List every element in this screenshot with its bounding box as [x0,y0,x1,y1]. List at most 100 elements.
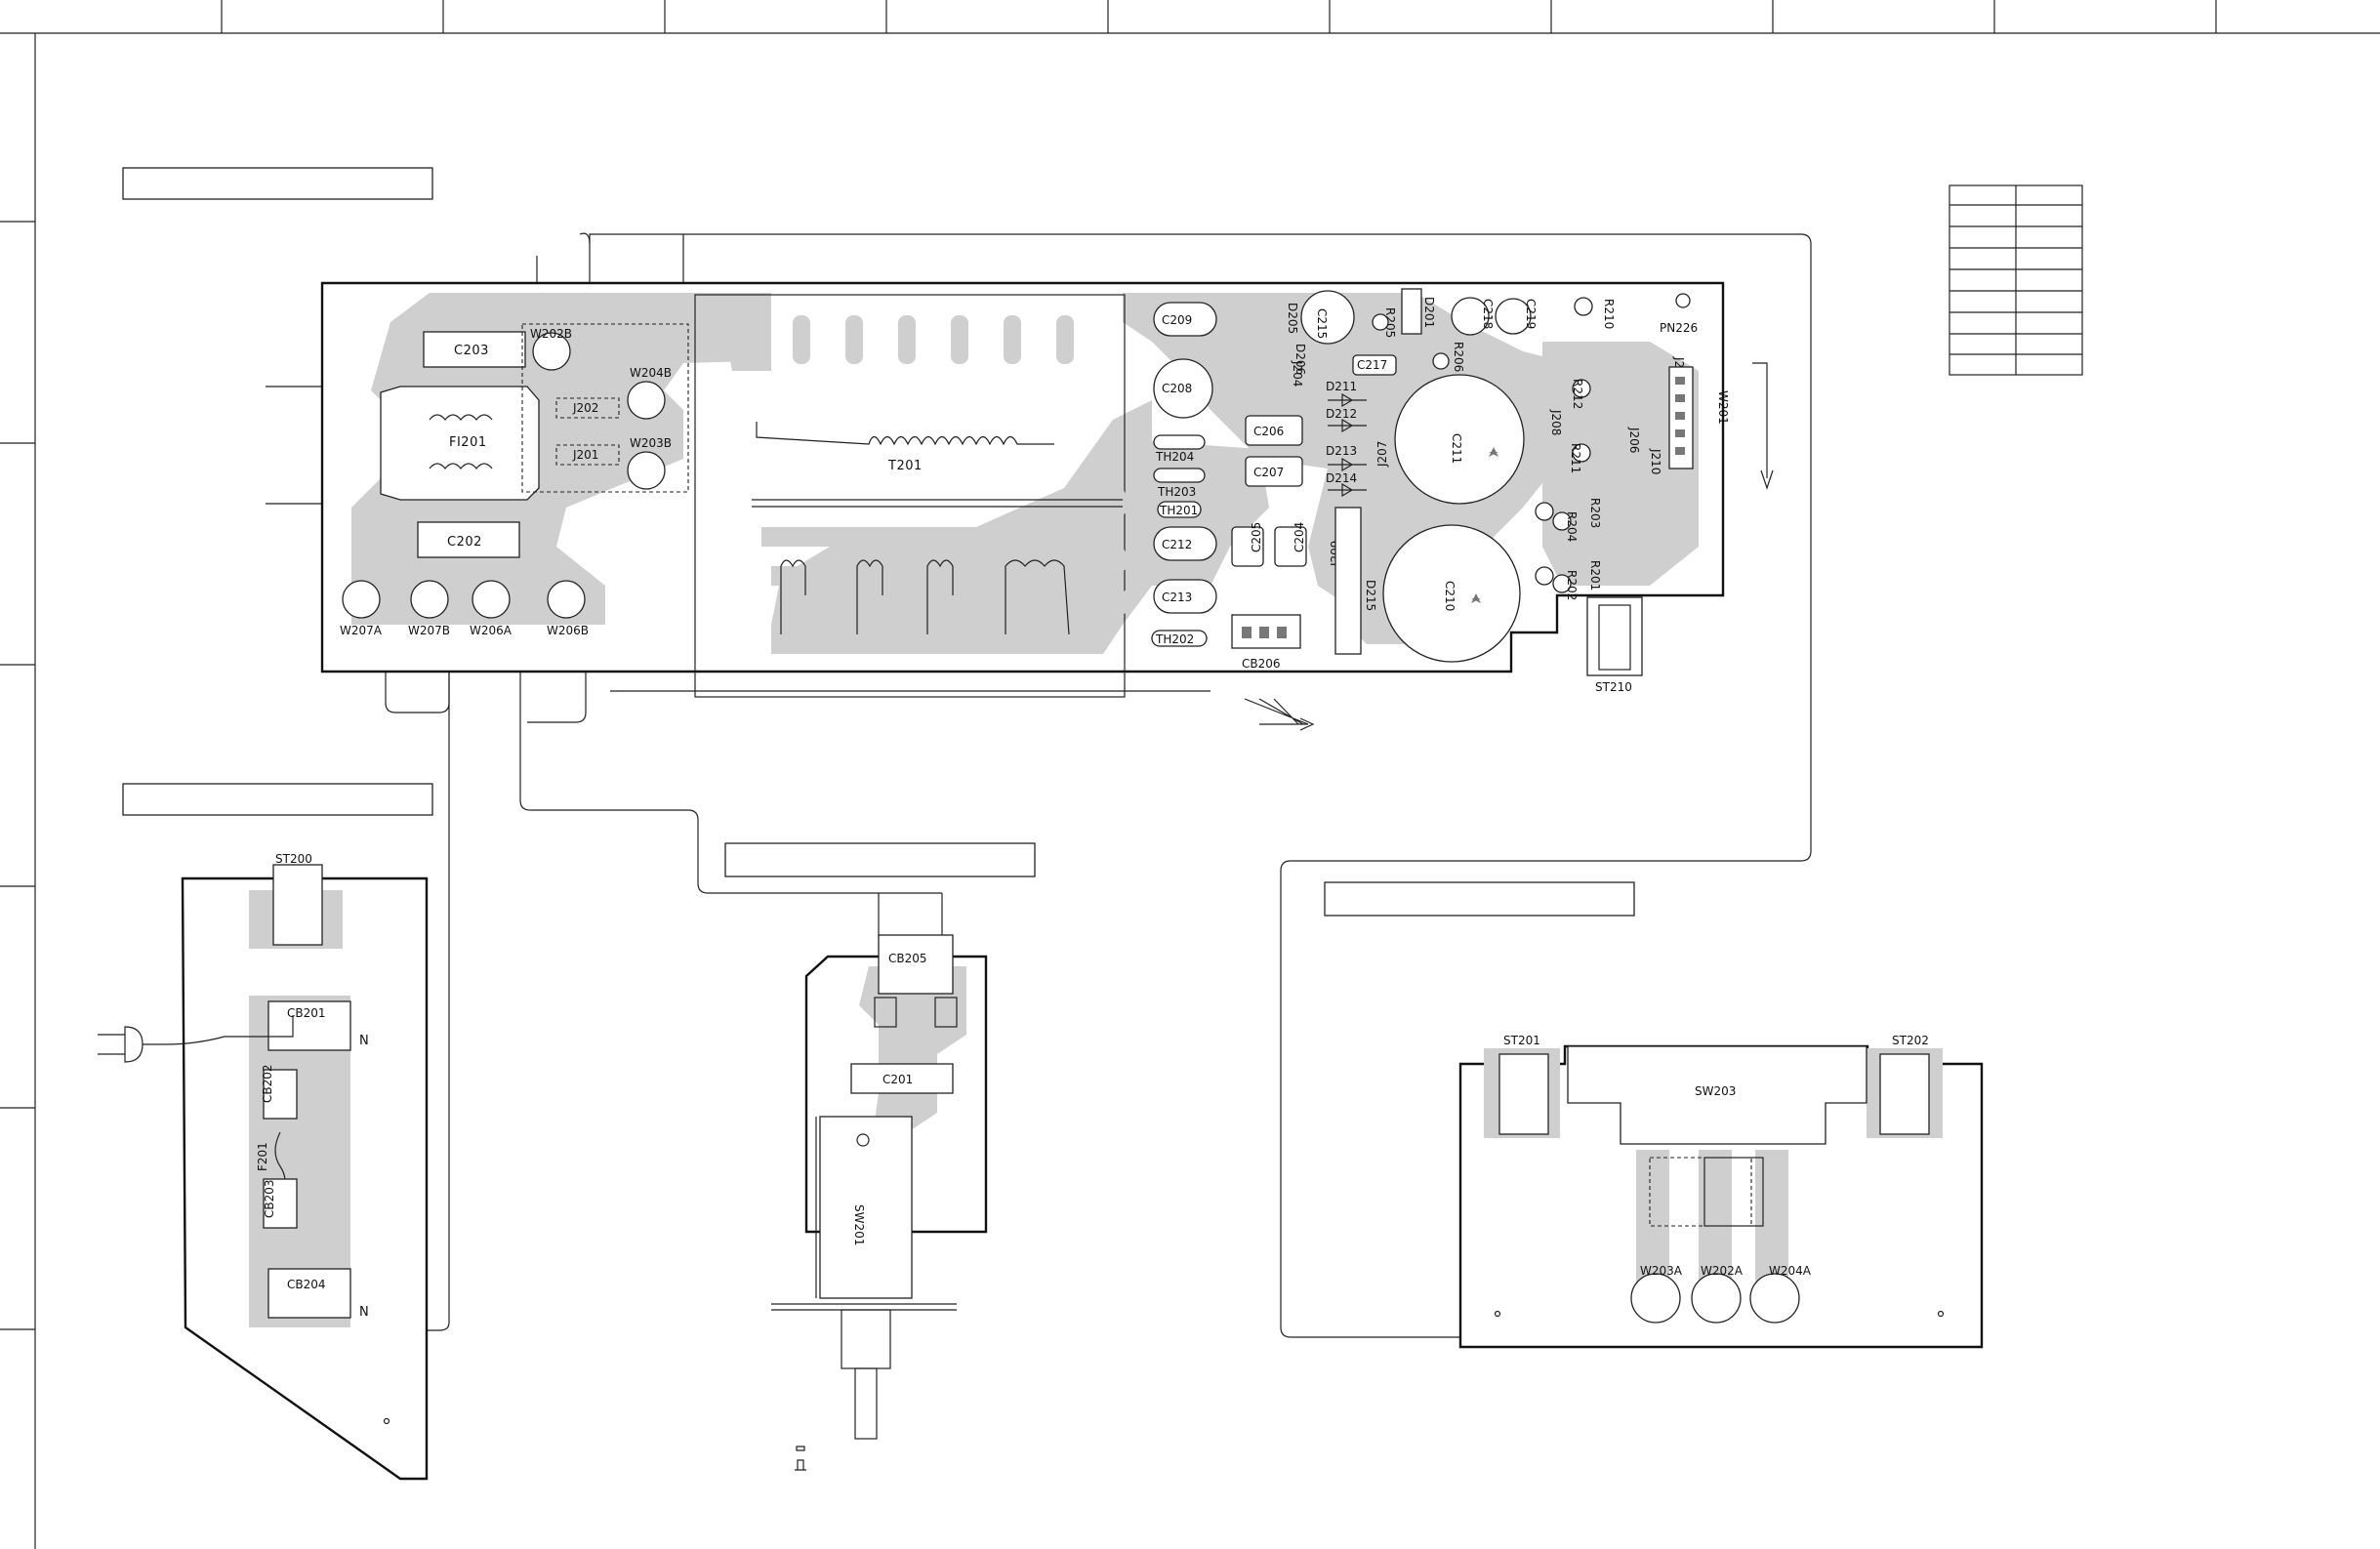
connector-cb204 [267,1268,351,1319]
label-j210: J210 [1649,448,1662,474]
svg-text:ST202: ST202 [1892,1034,1929,1047]
terminal-w202b [532,332,571,371]
terminal-w204b [627,381,666,420]
comp-c212 [1153,526,1217,561]
comp-c209 [1153,302,1217,337]
label-j204: J204 [1291,360,1304,387]
label-d215: D215 [1364,580,1377,611]
svg-text:W202B: W202B [530,327,572,341]
svg-text:W202A: W202A [1701,1264,1744,1278]
comp-c218 [1451,297,1490,336]
switch-position-icon [795,1446,806,1471]
comp-c210 [1382,524,1521,663]
svg-text:W206B: W206B [547,624,589,637]
comp-c204 [1274,526,1307,567]
sw-board-header [1324,881,1635,917]
label-th204: TH204 [1155,450,1194,464]
connector-cb201 [267,1000,351,1051]
svg-text:W207B: W207B [408,624,450,637]
svg-text:CB201: CB201 [287,1006,326,1020]
label-r203: R203 [1588,498,1602,528]
terminal-w207b [410,580,449,619]
switch-board: CB205 C201 SW201 [771,934,988,1471]
terminal-st210 [1586,596,1643,676]
svg-text:C215: C215 [1315,308,1329,339]
comp-c205 [1231,526,1264,567]
switch-sw203 [1567,1045,1867,1145]
label-t201: T201 [887,459,923,473]
label-j202: J202 [572,401,598,415]
terminal-w203b [627,451,666,490]
label-pn226: PN226 [1660,321,1698,335]
label-c217: C217 [1357,358,1387,372]
label-f201: F201 [256,1142,269,1171]
svg-text:C205: C205 [1250,522,1263,552]
sw-board: ST201 ST202 SW203 W203A W202A W204A [1458,1034,1984,1349]
comp-fi201: FI201 [380,386,540,501]
label-d201: D201 [1422,297,1436,328]
svg-text:C203: C203 [454,344,489,358]
svg-text:CB203: CB203 [263,1179,276,1218]
svg-text:C209: C209 [1162,313,1192,327]
ac-board-header [122,783,433,816]
svg-text:W204B: W204B [630,366,672,380]
svg-text:W201: W201 [1716,390,1730,425]
svg-text:C219: C219 [1524,299,1538,329]
main-board-header [122,167,433,200]
svg-text:C218: C218 [1481,299,1495,329]
label-n-top: N [359,1034,369,1048]
label-j207: J207 [1375,441,1389,468]
label-r206: R206 [1452,342,1465,372]
svg-text:ST210: ST210 [1595,680,1632,694]
svg-text:C210: C210 [1443,581,1457,611]
terminal-st200 [272,864,323,946]
svg-text:C206: C206 [1253,425,1284,438]
top-ruler-ticks [221,0,2217,33]
comp-c208 [1153,358,1213,419]
label-th203: TH203 [1157,485,1196,499]
ac-plug-icon [98,1015,294,1063]
svg-text:C213: C213 [1162,591,1192,604]
switch-board-header [724,842,1036,877]
label-r204: R204 [1565,511,1579,542]
terminal-w202a [1691,1273,1742,1324]
switch-sw201 [819,1116,913,1299]
svg-text:CB204: CB204 [287,1278,326,1291]
interconnect-wires [266,232,1812,1338]
label-r202: R202 [1565,570,1579,600]
label-j208: J208 [1549,409,1563,435]
svg-text:C212: C212 [1162,538,1192,551]
svg-text:C211: C211 [1450,433,1463,464]
svg-text:SW203: SW203 [1695,1084,1736,1098]
svg-text:W206A: W206A [470,624,513,637]
comp-c202 [417,521,520,558]
label-n-bottom: N [359,1305,369,1320]
svg-text:ST201: ST201 [1503,1034,1540,1047]
terminal-w206b [547,580,586,619]
svg-text:C201: C201 [882,1073,913,1086]
label-d213: D213 [1326,444,1357,458]
svg-text:C208: C208 [1162,382,1192,395]
svg-text:CB205: CB205 [888,952,927,965]
label-d214: D214 [1326,471,1357,485]
terminal-st202 [1879,1053,1930,1135]
svg-text:ST200: ST200 [275,852,312,866]
svg-text:W204A: W204A [1769,1264,1812,1278]
transformer-traces [722,315,1137,654]
label-r205: R205 [1383,307,1397,338]
label-d212: D212 [1326,407,1357,421]
comp-c219 [1495,298,1532,335]
comp-c213 [1153,579,1217,614]
legend-table [1949,184,2083,376]
comp-c215 [1300,290,1355,345]
label-d205: D205 [1286,303,1299,334]
terminal-st201 [1498,1053,1549,1135]
label-th202: TH202 [1155,632,1194,646]
label-r201: R201 [1588,560,1602,591]
label-j206: J206 [1627,427,1641,453]
svg-text:C207: C207 [1253,466,1284,479]
svg-text:W203B: W203B [630,436,672,450]
svg-text:CB206: CB206 [1242,657,1281,671]
